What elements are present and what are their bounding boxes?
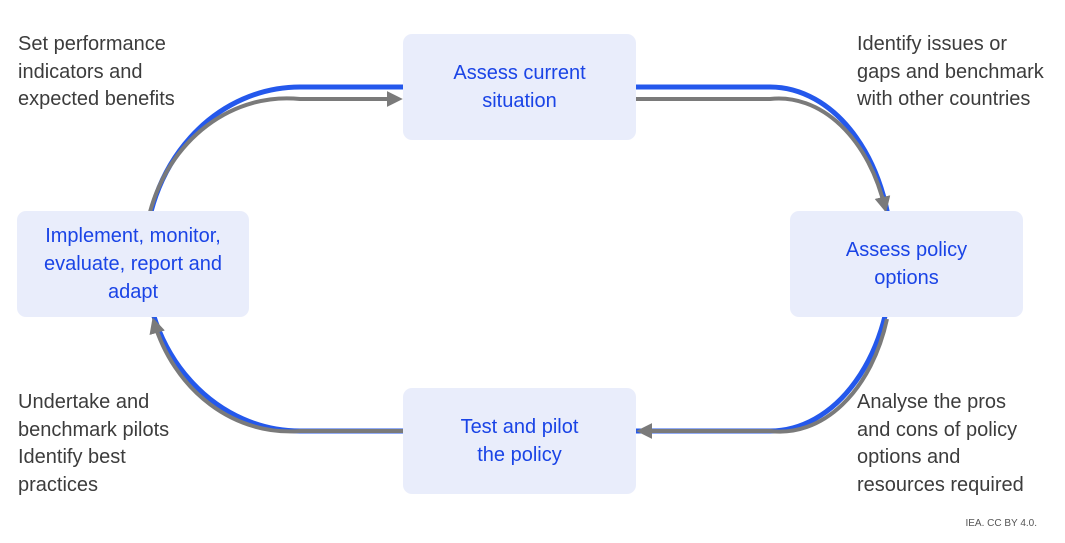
step-assess-options-label: Assess policy options <box>845 239 968 289</box>
step-assess-situation-label: Assess current situation <box>453 62 586 112</box>
note-top-right: Identify issues or gaps and benchmark wi… <box>857 33 1044 110</box>
credit-text: IEA. CC BY 4.0. <box>965 518 1037 529</box>
arrow-to-implement <box>149 317 403 434</box>
step-assess-situation: Assess current situation <box>403 34 636 140</box>
arrow-to-assess-situation <box>148 91 403 213</box>
step-implement: Implement, monitor, evaluate, report and… <box>17 211 249 317</box>
arrow-to-test-pilot <box>636 318 889 439</box>
step-implement-label: Implement, monitor, evaluate, report and… <box>44 225 222 303</box>
arrow-to-assess-options <box>636 96 891 213</box>
step-assess-options: Assess policy options <box>790 211 1023 317</box>
note-bottom-left: Undertake and benchmark pilots Identify … <box>18 391 170 496</box>
note-bottom-right: Analyse the pros and cons of policy opti… <box>857 391 1024 496</box>
note-top-left: Set performance indicators and expected … <box>18 33 175 110</box>
step-test-pilot: Test and pilot the policy <box>403 388 636 494</box>
step-test-pilot-label: Test and pilot the policy <box>460 416 579 466</box>
